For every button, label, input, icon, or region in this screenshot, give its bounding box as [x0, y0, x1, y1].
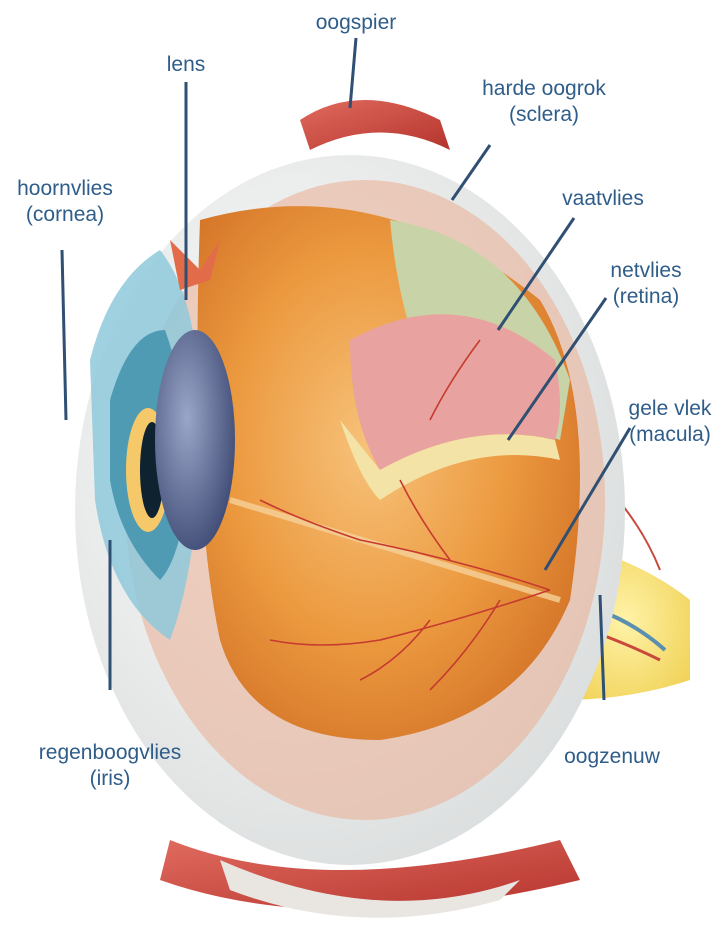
label-hoornvlies: hoornvlies (cornea): [10, 176, 120, 228]
label-vaatvlies-text: vaatvlies: [548, 186, 658, 212]
label-iris-text: (iris): [26, 766, 194, 792]
label-hoornvlies-text: hoornvlies: [10, 176, 120, 202]
label-oogzenuw-text: oogzenuw: [552, 744, 672, 770]
label-cornea-text: (cornea): [10, 202, 120, 228]
label-gele-vlek-text: gele vlek: [618, 396, 722, 422]
label-retina-text: (retina): [596, 284, 696, 310]
label-vaatvlies: vaatvlies: [548, 186, 658, 212]
label-oogspier-text: oogspier: [302, 10, 410, 36]
label-harde-oogrok-text: harde oogrok: [464, 76, 624, 102]
label-netvlies: netvlies (retina): [596, 258, 696, 310]
label-harde-oogrok: harde oogrok (sclera): [464, 76, 624, 128]
label-macula-text: (macula): [618, 422, 722, 448]
label-regenboogvlies-text: regenboogvlies: [26, 740, 194, 766]
label-regenboogvlies: regenboogvlies (iris): [26, 740, 194, 792]
label-netvlies-text: netvlies: [596, 258, 696, 284]
label-sclera-text: (sclera): [464, 102, 624, 128]
label-gele-vlek: gele vlek (macula): [618, 396, 722, 448]
label-lens-text: lens: [156, 52, 216, 78]
label-lens: lens: [156, 52, 216, 78]
label-oogzenuw: oogzenuw: [552, 744, 672, 770]
label-oogspier: oogspier: [302, 10, 410, 36]
